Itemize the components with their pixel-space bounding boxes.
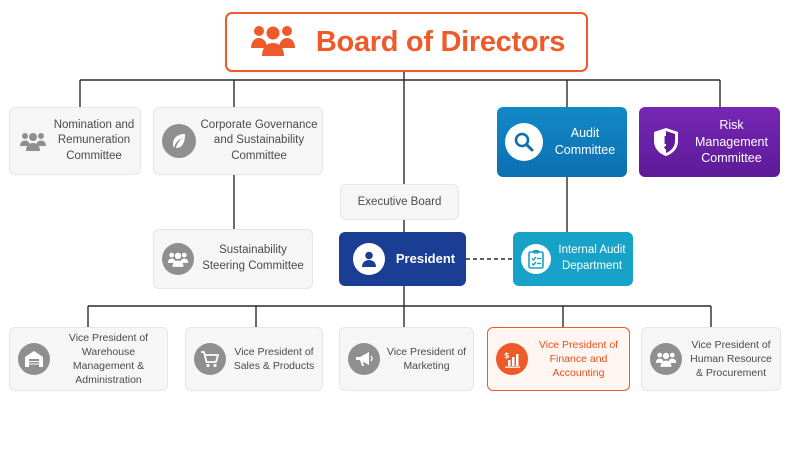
shield-icon [649, 125, 683, 159]
risk-committee-label: Risk Management Committee [695, 117, 768, 166]
magnifier-icon [505, 123, 543, 161]
sustainability-steering-box: Sustainability Steering Committee [153, 229, 313, 289]
people-group-icon [18, 126, 48, 156]
vp-finance-label: Vice President of Finance and Accounting [538, 338, 619, 380]
clipboard-check-icon [521, 244, 551, 274]
president-box: President [339, 232, 466, 286]
board-of-directors-box: Board of Directors [225, 12, 588, 72]
person-icon [353, 243, 385, 275]
president-label: President [395, 251, 456, 267]
leaf-icon [162, 124, 196, 158]
svg-text:$: $ [504, 351, 510, 360]
vp-warehouse-box: Vice President of Warehouse Management &… [9, 327, 168, 391]
risk-committee-box: Risk Management Committee [639, 107, 780, 177]
internal-audit-box: Internal Audit Department [513, 232, 633, 286]
people-group-icon [650, 343, 682, 375]
internal-audit-label: Internal Audit Department [558, 244, 626, 272]
audit-committee-label: Audit Committee [554, 126, 616, 157]
page-title: Board of Directors [315, 25, 566, 58]
audit-committee-box: Audit Committee [497, 107, 627, 177]
governance-committee-box: Corporate Governance and Sustainability … [153, 107, 323, 175]
vp-hr-label: Vice President of Human Resource & Procu… [690, 338, 772, 380]
nomination-committee-label: Nomination and Remuneration Committee [53, 118, 135, 162]
vp-finance-box: $ Vice President of Finance and Accounti… [487, 327, 630, 391]
nomination-committee-box: Nomination and Remuneration Committee [9, 107, 141, 175]
executive-board-box: Executive Board [340, 184, 459, 220]
vp-sales-box: Vice President of Sales & Products [185, 327, 323, 391]
governance-committee-label: Corporate Governance and Sustainability … [200, 118, 318, 162]
sustainability-steering-label: Sustainability Steering Committee [202, 244, 304, 272]
vp-sales-label: Vice President of Sales & Products [233, 345, 315, 372]
vp-warehouse-label: Vice President of Warehouse Management &… [68, 331, 149, 387]
finance-chart-icon: $ [496, 343, 528, 375]
vp-marketing-label: Vice President of Marketing [386, 345, 467, 372]
people-group-icon [162, 243, 194, 275]
megaphone-icon [348, 343, 380, 375]
people-group-icon [248, 22, 298, 63]
vp-hr-box: Vice President of Human Resource & Procu… [641, 327, 781, 391]
warehouse-icon [18, 343, 50, 375]
executive-board-label: Executive Board [357, 196, 442, 208]
vp-marketing-box: Vice President of Marketing [339, 327, 474, 391]
shopping-cart-icon [194, 343, 226, 375]
